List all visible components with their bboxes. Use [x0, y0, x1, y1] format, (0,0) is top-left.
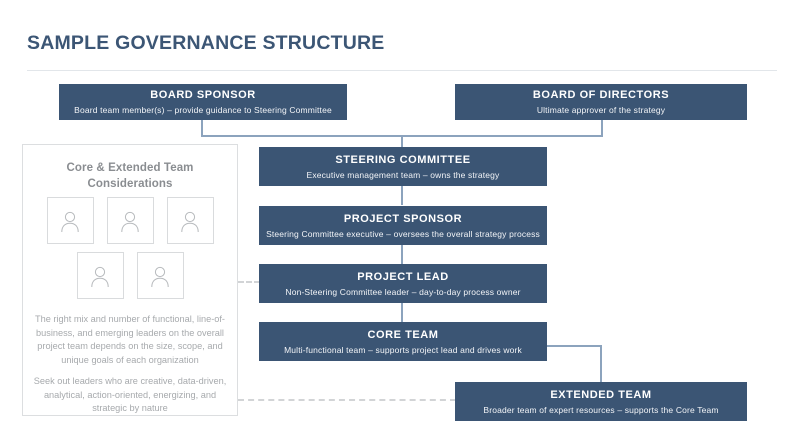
node-extended-team[interactable]: EXTENDED TEAM Broader team of expert res… [455, 382, 747, 421]
considerations-paragraph-2: Seek out leaders who are creative, data-… [33, 376, 227, 413]
connector-board-sponsor-down [201, 119, 203, 136]
node-project-sponsor[interactable]: PROJECT SPONSOR Steering Committee execu… [259, 206, 547, 245]
connector-sponsor-to-lead [401, 245, 403, 264]
considerations-panel: Core & Extended Team Considerations [22, 144, 238, 416]
node-core-team-subtitle: Multi-functional team – supports project… [284, 344, 522, 355]
node-board-of-directors[interactable]: BOARD OF DIRECTORS Ultimate approver of … [455, 84, 747, 120]
node-board-sponsor[interactable]: BOARD SPONSOR Board team member(s) – pro… [59, 84, 347, 120]
avatar-row-bottom [23, 252, 237, 299]
dashed-connector-panel-to-project-lead [238, 281, 260, 283]
node-project-sponsor-title: PROJECT SPONSOR [343, 212, 463, 225]
node-board-sponsor-title: BOARD SPONSOR [150, 89, 256, 101]
node-core-team-title: CORE TEAM [367, 328, 439, 341]
person-icon [57, 208, 83, 234]
page-title: SAMPLE GOVERNANCE STRUCTURE [27, 32, 385, 54]
node-core-team[interactable]: CORE TEAM Multi-functional team – suppor… [259, 322, 547, 361]
node-project-lead[interactable]: PROJECT LEAD Non-Steering Committee lead… [259, 264, 547, 303]
node-project-lead-subtitle: Non-Steering Committee leader – day-to-d… [285, 286, 521, 297]
connector-bus-to-steering [401, 135, 403, 147]
node-steering-committee[interactable]: STEERING COMMITTEE Executive management … [259, 147, 547, 186]
node-project-lead-title: PROJECT LEAD [357, 270, 449, 283]
node-board-sponsor-subtitle: Board team member(s) – provide guidance … [74, 105, 332, 115]
node-steering-committee-title: STEERING COMMITTEE [335, 153, 471, 166]
avatar-row-top [23, 197, 237, 244]
dashed-connector-panel-to-extended-team [238, 399, 456, 401]
title-divider [27, 70, 777, 71]
avatar [166, 197, 214, 244]
considerations-paragraph-1: The right mix and number of functional, … [35, 314, 225, 365]
node-project-sponsor-subtitle: Steering Committee executive – oversees … [266, 228, 540, 239]
connector-lead-to-core [401, 303, 403, 322]
person-icon [177, 208, 203, 234]
node-extended-team-subtitle: Broader team of expert resources – suppo… [483, 404, 719, 415]
person-icon [147, 263, 173, 289]
node-board-of-directors-title: BOARD OF DIRECTORS [532, 89, 670, 101]
avatar [46, 197, 94, 244]
connector-core-down-to-extended [600, 345, 602, 383]
considerations-panel-heading: Core & Extended Team Considerations [66, 162, 194, 190]
connector-steering-to-sponsor [401, 186, 403, 205]
person-icon [87, 263, 113, 289]
avatar [136, 252, 184, 299]
avatar [76, 252, 124, 299]
connector-core-right [545, 345, 602, 347]
avatar [106, 197, 154, 244]
node-extended-team-title: EXTENDED TEAM [550, 388, 652, 401]
node-board-of-directors-subtitle: Ultimate approver of the strategy [536, 105, 666, 115]
connector-board-directors-down [601, 119, 603, 136]
node-steering-committee-subtitle: Executive management team – owns the str… [306, 169, 500, 180]
avatar-grid [23, 197, 237, 307]
person-icon [117, 208, 143, 234]
